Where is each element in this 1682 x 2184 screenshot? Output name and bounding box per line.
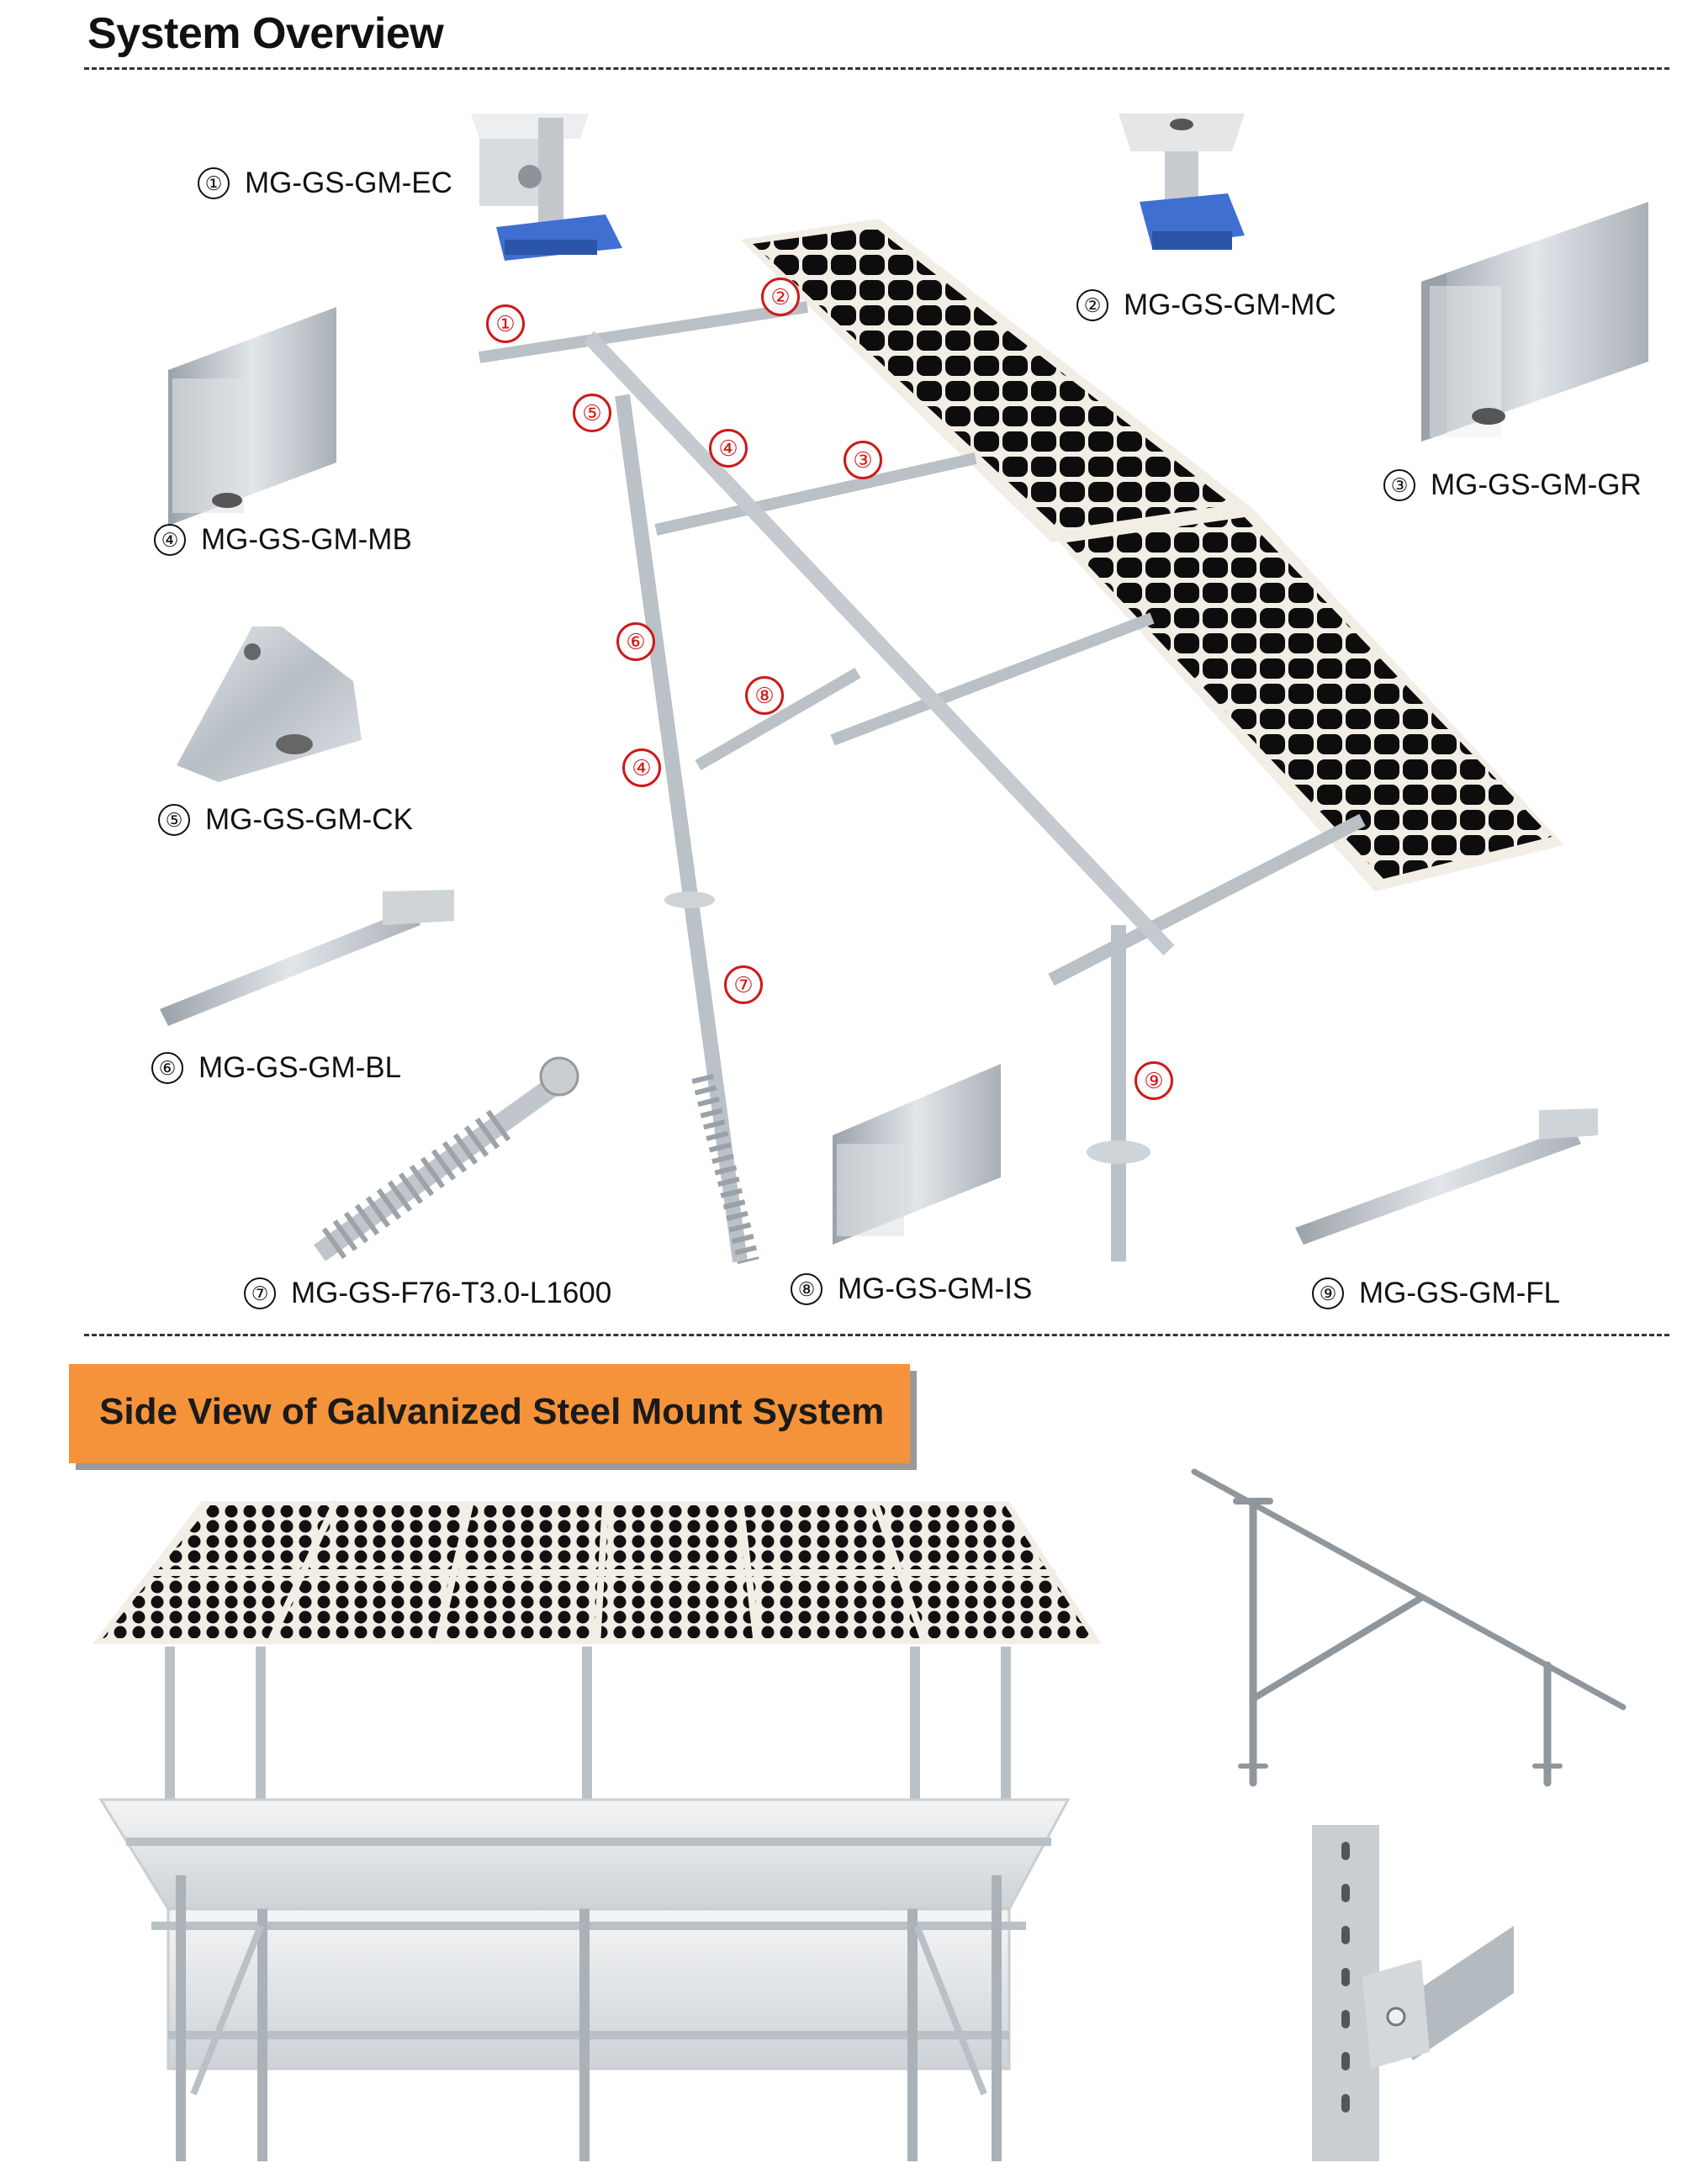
- part-code: MG-GS-GM-MC: [1124, 288, 1336, 321]
- part-number: ⑥: [151, 1052, 183, 1084]
- callout-badge: ⑧: [745, 676, 784, 715]
- side-view-banner: Side View of Galvanized Steel Mount Syst…: [69, 1364, 910, 1463]
- side-profile-view: [1191, 1468, 1626, 1787]
- part-number: ②: [1076, 289, 1108, 321]
- divider-middle: [84, 1334, 1669, 1336]
- side-view-title: Side View of Galvanized Steel Mount Syst…: [99, 1391, 885, 1432]
- joint-detail-view: [1312, 1825, 1514, 2161]
- part-number: ⑨: [1312, 1277, 1344, 1309]
- array-rear-view: [98, 1798, 1071, 2161]
- part-number: ①: [198, 167, 230, 199]
- part-number: ③: [1383, 469, 1415, 501]
- brace-leg-image: [160, 890, 454, 1026]
- part-label-bl: ⑥ MG-GS-GM-BL: [151, 1051, 401, 1085]
- part-number: ④: [154, 524, 186, 556]
- part-code: MG-GS-GM-BL: [198, 1051, 402, 1084]
- callout-badge: ⑤: [573, 394, 611, 432]
- part-label-mb: ④ MG-GS-GM-MB: [154, 523, 412, 557]
- part-label-fl: ⑨ MG-GS-GM-FL: [1312, 1277, 1560, 1310]
- ground-screw-image: [314, 1056, 579, 1261]
- part-code: MG-GS-GM-EC: [245, 167, 452, 199]
- part-label-is: ⑧ MG-GS-GM-IS: [791, 1272, 1032, 1306]
- part-code: MG-GS-F76-T3.0-L1600: [291, 1277, 612, 1309]
- part-label-gr: ③ MG-GS-GM-GR: [1383, 468, 1642, 502]
- callout-badge: ⑦: [724, 965, 763, 1004]
- callout-badge: ①: [486, 304, 525, 343]
- part-label-mc: ② MG-GS-GM-MC: [1076, 288, 1336, 322]
- side-view-illustrations: [93, 1468, 1626, 2161]
- mounting-structure-illustration: [478, 219, 1564, 1265]
- mid-clamp-image: [1119, 114, 1245, 250]
- part-number: ⑦: [244, 1277, 276, 1309]
- part-code: MG-GS-GM-CK: [205, 803, 413, 836]
- end-clamp-image: [471, 114, 622, 261]
- divider-top: [84, 67, 1669, 70]
- array-front-view: [93, 1499, 1102, 1815]
- part-label-ck: ⑤ MG-GS-GM-CK: [158, 803, 413, 837]
- callout-badge: ③: [844, 441, 882, 479]
- front-leg-image: [1295, 1108, 1598, 1245]
- part-number: ⑤: [158, 804, 190, 836]
- main-beam-image: [168, 307, 336, 526]
- callout-badge: ④: [622, 748, 661, 787]
- part-code: MG-GS-GM-IS: [838, 1272, 1033, 1305]
- part-code: MG-GS-GM-MB: [201, 523, 412, 556]
- overview-illustration: [160, 114, 1648, 1265]
- part-number: ⑧: [791, 1273, 822, 1305]
- section-title-overview: System Overview: [87, 9, 444, 58]
- callout-badge: ⑨: [1135, 1061, 1173, 1100]
- callout-badge: ⑥: [616, 622, 655, 661]
- part-code: MG-GS-GM-GR: [1431, 468, 1642, 501]
- part-code: MG-GS-GM-FL: [1359, 1277, 1561, 1309]
- guide-rail-image: [1421, 202, 1648, 442]
- part-label-ec: ① MG-GS-GM-EC: [198, 167, 452, 200]
- callout-badge: ②: [761, 278, 800, 316]
- connection-bracket-image: [177, 627, 362, 782]
- part-label-screw: ⑦ MG-GS-F76-T3.0-L1600: [244, 1277, 611, 1310]
- inclined-support-image: [833, 1064, 1001, 1245]
- callout-badge: ④: [709, 429, 748, 468]
